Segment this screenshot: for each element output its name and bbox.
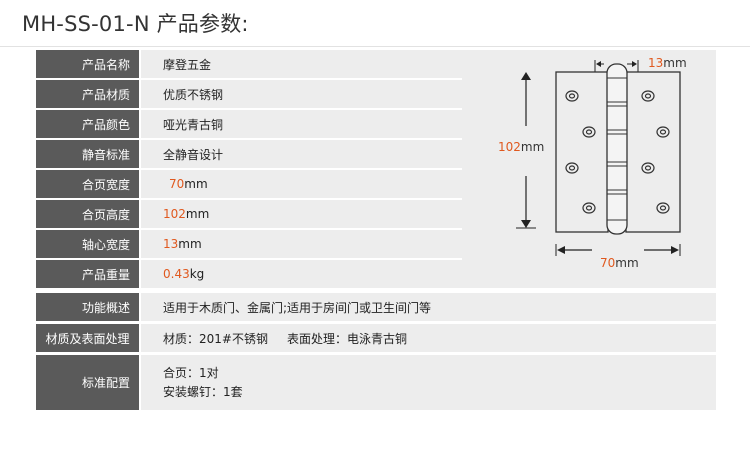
hinge-diagram: 13mm 102mm [462,50,716,288]
spec-row-color: 产品颜色 哑光青古铜 [36,110,462,138]
spec-value: 摩登五金 [141,50,462,78]
spec-number: 102 [163,207,186,221]
screw-holes-right [641,90,670,214]
spec-unit: kg [189,267,205,281]
spec-value: 材质：201#不锈钢 表面处理：电泳青古铜 [141,324,716,352]
arrow-head [671,246,679,254]
spec-value: 哑光青古铜 [141,110,462,138]
spec-row-width: 合页宽度 70 mm [36,170,462,198]
spec-label: 产品名称 [36,50,139,78]
height-dimension-label: 102mm [498,140,544,154]
hinge-right-leaf [625,71,681,233]
spec-value: 适用于木质门、金属门;适用于房间门或卫生间门等 [141,293,716,321]
hinge-drawing: 13mm 102mm [498,56,687,270]
spec-label: 产品材质 [36,80,139,108]
config-line: 安装螺钉：1套 [163,384,243,399]
spec-label: 产品颜色 [36,110,139,138]
width-dimension-label: 70mm [600,256,639,270]
spec-number: 70 [169,177,185,191]
spec-row-function: 功能概述 适用于木质门、金属门;适用于房间门或卫生间门等 [36,293,716,321]
spec-value: 13 mm [141,230,462,258]
spec-label: 轴心宽度 [36,230,139,258]
spec-row-height: 合页高度 102 mm [36,200,462,228]
screw-holes-left [565,90,596,214]
spec-value: 0.43 kg [141,260,462,288]
spec-value: 全静音设计 [141,140,462,168]
title-divider [0,46,750,47]
hinge-barrel [606,63,628,235]
arrow-head [632,61,637,67]
spec-row-material: 产品材质 优质不锈钢 [36,80,462,108]
spec-label: 合页宽度 [36,170,139,198]
spec-label: 静音标准 [36,140,139,168]
spec-value: 102 mm [141,200,462,228]
spec-label: 功能概述 [36,293,139,321]
spec-value: 优质不锈钢 [141,80,462,108]
spec-value: 合页：1对 安装螺钉：1套 [141,355,716,410]
spec-value: 70 mm [141,170,462,198]
spec-label: 产品重量 [36,260,139,288]
spec-number: 0.43 [163,267,190,281]
spec-label: 材质及表面处理 [36,324,139,352]
spec-row-config: 标准配置 合页：1对 安装螺钉：1套 [36,355,716,410]
arrow-head [596,61,601,67]
page-title: MH-SS-01-N 产品参数: [22,12,249,36]
config-line: 合页：1对 [163,365,219,380]
hinge-left-leaf [555,71,609,233]
spec-number: 13 [163,237,179,251]
spec-unit: mm [184,177,208,191]
arrow-head [521,220,531,228]
spec-row-axis: 轴心宽度 13 mm [36,230,462,258]
arrow-head [521,72,531,80]
spec-label: 合页高度 [36,200,139,228]
spec-row-silence: 静音标准 全静音设计 [36,140,462,168]
spec-row-weight: 产品重量 0.43 kg [36,260,462,288]
spec-row-surface: 材质及表面处理 材质：201#不锈钢 表面处理：电泳青古铜 [36,324,716,352]
spec-row-name: 产品名称 摩登五金 [36,50,462,78]
axis-dimension-label: 13mm [648,56,687,70]
spec-unit: mm [185,207,210,221]
spec-label: 标准配置 [36,355,139,410]
spec-unit: mm [178,237,202,251]
arrow-head [557,246,565,254]
